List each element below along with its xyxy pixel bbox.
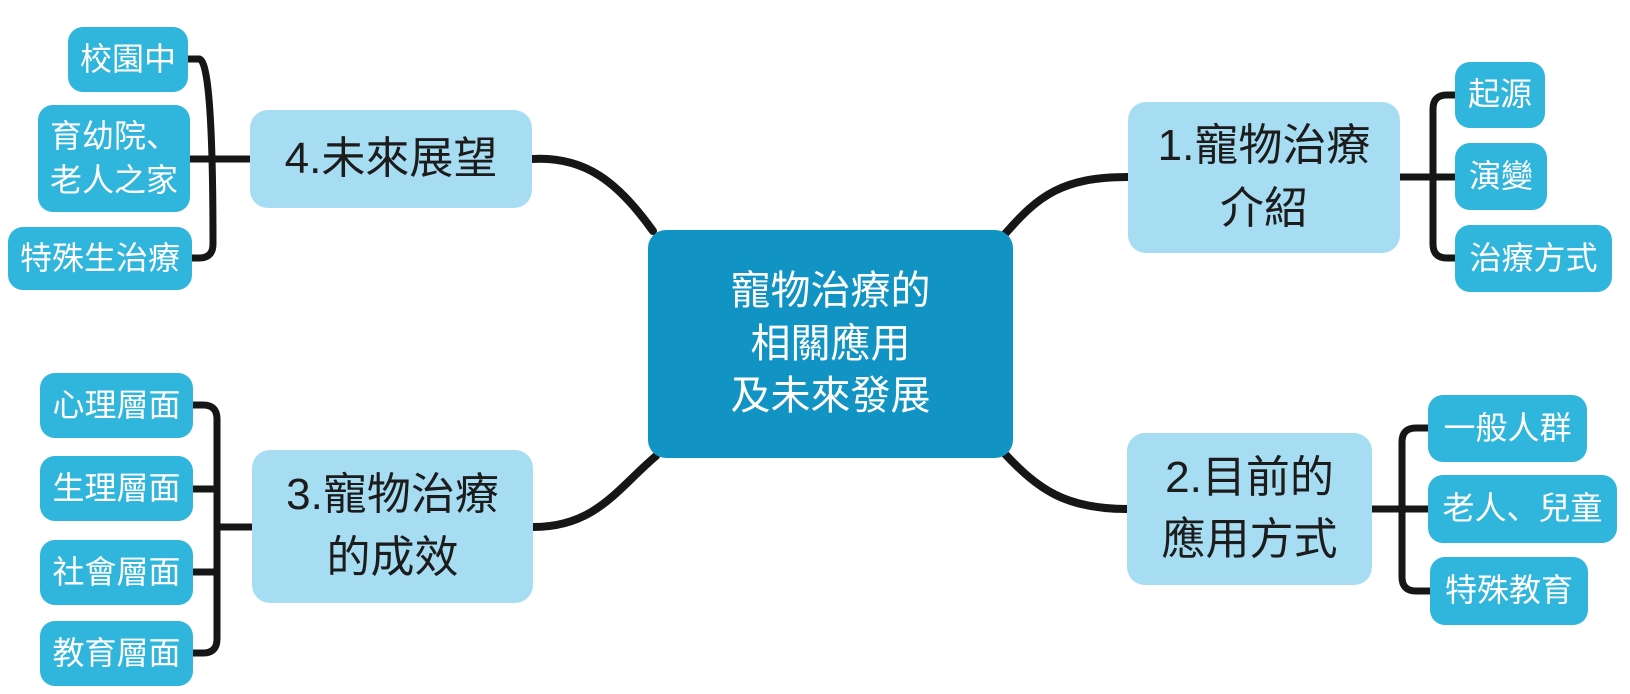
branch-node-4-future[interactable]: 4.未來展望 — [250, 110, 532, 208]
connector-root-branch-2 — [1001, 450, 1131, 513]
connector-branch-3-bracket — [189, 401, 221, 657]
branch-node-3-effects[interactable]: 3.寵物治療 的成效 — [252, 450, 533, 603]
child-node-elderly-children[interactable]: 老人、兒童 — [1428, 475, 1617, 543]
branch-node-2-applications[interactable]: 2.目前的 應用方式 — [1127, 433, 1372, 585]
child-node-special-student-therapy[interactable]: 特殊生治療 — [8, 227, 192, 290]
child-node-physiological[interactable]: 生理層面 — [40, 456, 193, 521]
connector-root-branch-3 — [529, 452, 660, 531]
connector-branch-4-bracket — [184, 55, 217, 262]
root-node[interactable]: 寵物治療的 相關應用 及未來發展 — [648, 230, 1013, 458]
connector-root-branch-4 — [528, 154, 657, 235]
child-node-treatment-methods[interactable]: 治療方式 — [1455, 225, 1612, 292]
child-node-evolution[interactable]: 演變 — [1455, 143, 1547, 210]
child-node-orphanage-elderly-home[interactable]: 育幼院、 老人之家 — [38, 105, 190, 212]
child-node-social[interactable]: 社會層面 — [40, 540, 193, 605]
branch-node-1-intro[interactable]: 1.寵物治療 介紹 — [1128, 102, 1400, 253]
child-node-general-population[interactable]: 一般人群 — [1428, 395, 1587, 462]
child-node-origin[interactable]: 起源 — [1455, 62, 1545, 128]
connector-root-branch-1 — [1001, 173, 1132, 238]
child-node-special-education[interactable]: 特殊教育 — [1430, 557, 1588, 625]
child-node-campus[interactable]: 校園中 — [68, 27, 188, 92]
child-node-psychological[interactable]: 心理層面 — [40, 373, 193, 438]
child-node-educational[interactable]: 教育層面 — [40, 621, 193, 686]
